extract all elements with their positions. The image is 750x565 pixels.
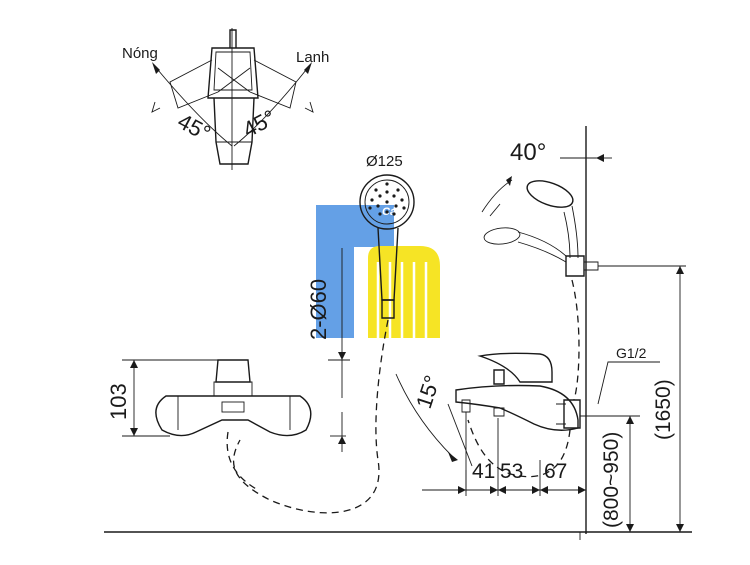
height-total-dimension [676, 266, 684, 532]
top-view-handle [151, 28, 314, 170]
dim-41-label: 41 [472, 460, 495, 483]
height-range-label: (800~950) [600, 432, 623, 528]
dim-67-label: 67 [544, 460, 567, 483]
angle-left-label: 45° [174, 108, 215, 146]
spout-angle-label: 15° [411, 372, 445, 411]
hose-left-arc [226, 431, 259, 491]
height-103-label: 103 [106, 383, 131, 420]
thread-label: G1/2 [616, 345, 647, 361]
spout-angle-line [447, 403, 473, 467]
mount-diameter-dimension [328, 248, 350, 452]
watermark-logo: Cá Mập [316, 205, 440, 338]
height-total-label: (1650) [652, 379, 675, 440]
hand-shower-side [481, 176, 579, 263]
mixer-front-view [155, 359, 312, 437]
spout-angle-arc [395, 373, 453, 457]
tilt-angle-label: 40° [510, 139, 546, 166]
height-range-dimension [580, 415, 640, 532]
horizontal-dimensions [422, 418, 586, 496]
dim-53-label: 53 [500, 460, 523, 483]
mount-diameter-label: 2-Ø60 [306, 279, 331, 340]
thread-leader [597, 361, 660, 405]
height-103-dimension [122, 359, 222, 437]
cold-label: Lanh [296, 49, 329, 66]
hot-label: Nóng [122, 45, 158, 62]
hand-shower-front [359, 174, 415, 319]
watermark-text: Cá Mập [382, 206, 421, 218]
wall-bar [560, 126, 686, 534]
side-hose [467, 279, 580, 478]
shower-hose [232, 319, 389, 514]
head-diameter-label: Ø125 [366, 153, 403, 170]
